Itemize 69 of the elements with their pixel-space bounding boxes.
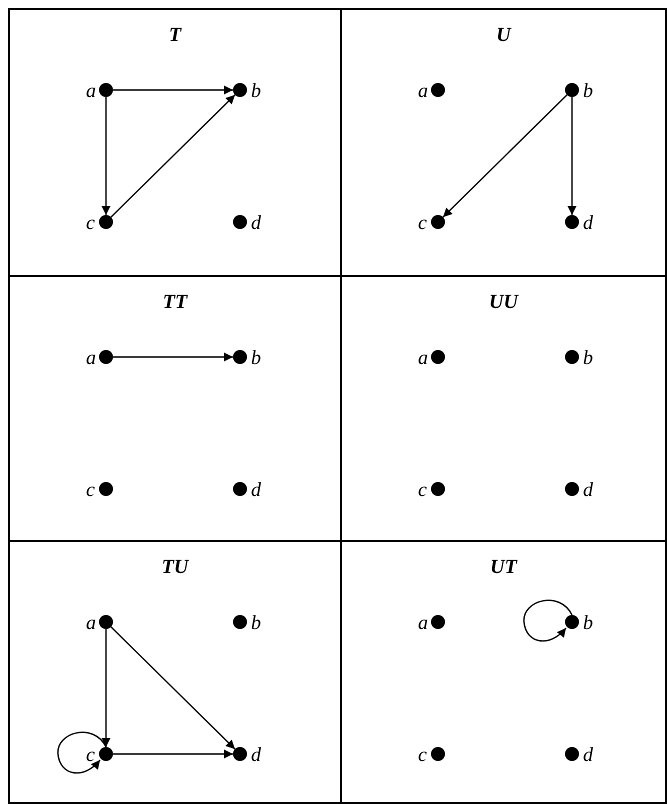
vertex-dot	[99, 83, 113, 97]
vertex-label: a	[418, 81, 428, 101]
vertex-label: b	[251, 348, 261, 368]
arrow	[568, 97, 576, 215]
arrow	[57, 732, 107, 774]
vertex-dot	[99, 747, 113, 761]
vertex-dot	[431, 615, 445, 629]
vertex-dot	[431, 482, 445, 496]
arrow	[110, 626, 236, 750]
vertex-dot	[431, 215, 445, 229]
vertex-label: d	[583, 480, 593, 500]
vertex-label: c	[86, 213, 95, 233]
vertex-label: d	[583, 213, 593, 233]
vertex-dot	[431, 350, 445, 364]
arrow	[102, 97, 110, 215]
vertex-label: c	[418, 480, 427, 500]
vertex-label: d	[251, 745, 261, 765]
vertex-dot	[565, 215, 579, 229]
arrow	[102, 629, 110, 747]
vertex-dot	[565, 482, 579, 496]
vertex-dot	[233, 747, 247, 761]
vertex-dot	[565, 83, 579, 97]
vertex-label: b	[251, 613, 261, 633]
vertex-dot	[431, 83, 445, 97]
vertex-dot	[233, 615, 247, 629]
arrow	[113, 750, 233, 758]
graph-panel	[340, 540, 667, 804]
vertex-label: b	[583, 348, 593, 368]
vertex-dot	[233, 482, 247, 496]
vertex-label: a	[86, 613, 96, 633]
vertex-label: b	[251, 81, 261, 101]
panel-title: TU	[162, 556, 188, 578]
vertex-dot	[233, 83, 247, 97]
vertex-dot	[565, 747, 579, 761]
vertex-label: c	[418, 213, 427, 233]
panel-title: UT	[490, 556, 517, 578]
vertex-label: a	[86, 81, 96, 101]
vertex-label: b	[583, 81, 593, 101]
arrow	[113, 86, 233, 94]
vertex-label: b	[583, 613, 593, 633]
vertex-label: d	[583, 745, 593, 765]
arrow	[110, 94, 236, 218]
graph-panel	[340, 8, 667, 277]
graph-panel	[8, 8, 342, 277]
graph-panel	[8, 540, 342, 804]
panel-title: U	[496, 24, 511, 46]
vertex-dot	[99, 615, 113, 629]
vertex-label: c	[86, 745, 95, 765]
vertex-label: c	[418, 745, 427, 765]
vertex-dot	[233, 215, 247, 229]
vertex-dot	[431, 747, 445, 761]
arrow	[113, 352, 233, 362]
vertex-label: c	[86, 480, 95, 500]
vertex-dot	[99, 350, 113, 364]
arrow	[523, 600, 573, 642]
panel-title: T	[168, 24, 182, 46]
vertex-label: d	[251, 480, 261, 500]
arrow	[442, 94, 568, 218]
vertex-dot	[565, 350, 579, 364]
panel-title: TT	[162, 291, 188, 313]
vertex-label: a	[418, 613, 428, 633]
panel-title: UU	[489, 291, 518, 313]
vertex-dot	[99, 215, 113, 229]
vertex-label: a	[86, 348, 96, 368]
vertex-dot	[233, 350, 247, 364]
vertex-label: a	[418, 348, 428, 368]
vertex-label: d	[251, 213, 261, 233]
vertex-dot	[99, 482, 113, 496]
vertex-dot	[565, 615, 579, 629]
